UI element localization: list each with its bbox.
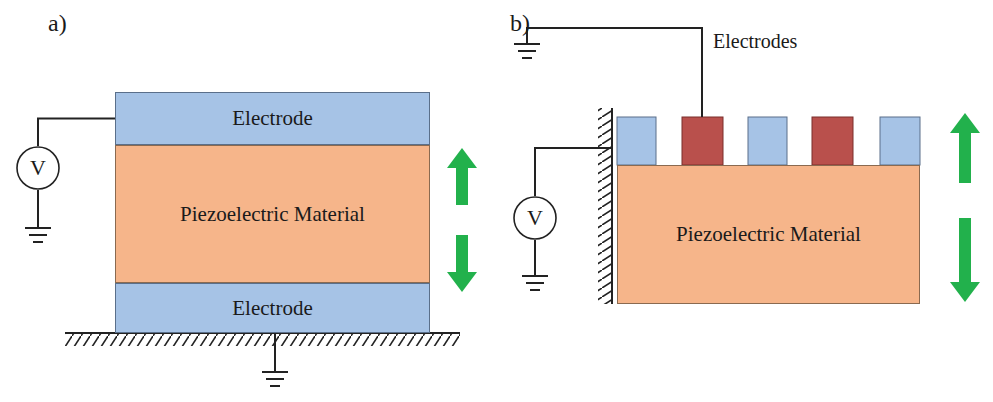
electrode-strip — [617, 117, 920, 165]
box-label: Electrode — [232, 106, 312, 131]
panel-label: a) — [48, 10, 67, 37]
ground-symbol — [522, 240, 548, 290]
fixed-wall — [598, 108, 612, 304]
source-wire — [535, 148, 612, 196]
ground-symbol — [25, 190, 51, 242]
panel-label: b) — [510, 10, 530, 37]
box-label: Piezoelectric Material — [180, 202, 365, 227]
voltage-source: V — [16, 146, 60, 190]
box-label: Electrode — [232, 296, 312, 321]
electrode-box: Electrode — [115, 283, 430, 333]
motion-arrow — [950, 218, 980, 302]
motion-arrow — [447, 148, 477, 205]
motion-arrow — [950, 113, 980, 183]
source-symbol: V — [30, 155, 46, 181]
part-label: Electrodes — [713, 30, 797, 53]
voltage-source: V — [513, 196, 557, 240]
signal-wire — [38, 119, 115, 147]
motion-arrow — [447, 235, 477, 292]
ground-hatching — [65, 333, 460, 346]
electrode-box: Electrode — [115, 92, 430, 145]
piezo-block: Piezoelectric Material — [115, 145, 430, 283]
box-label: Piezoelectric Material — [676, 222, 861, 247]
ground-symbol — [262, 333, 288, 386]
source-symbol: V — [527, 205, 543, 231]
ground-wire — [514, 28, 702, 117]
piezo-block: Piezoelectric Material — [617, 165, 920, 304]
